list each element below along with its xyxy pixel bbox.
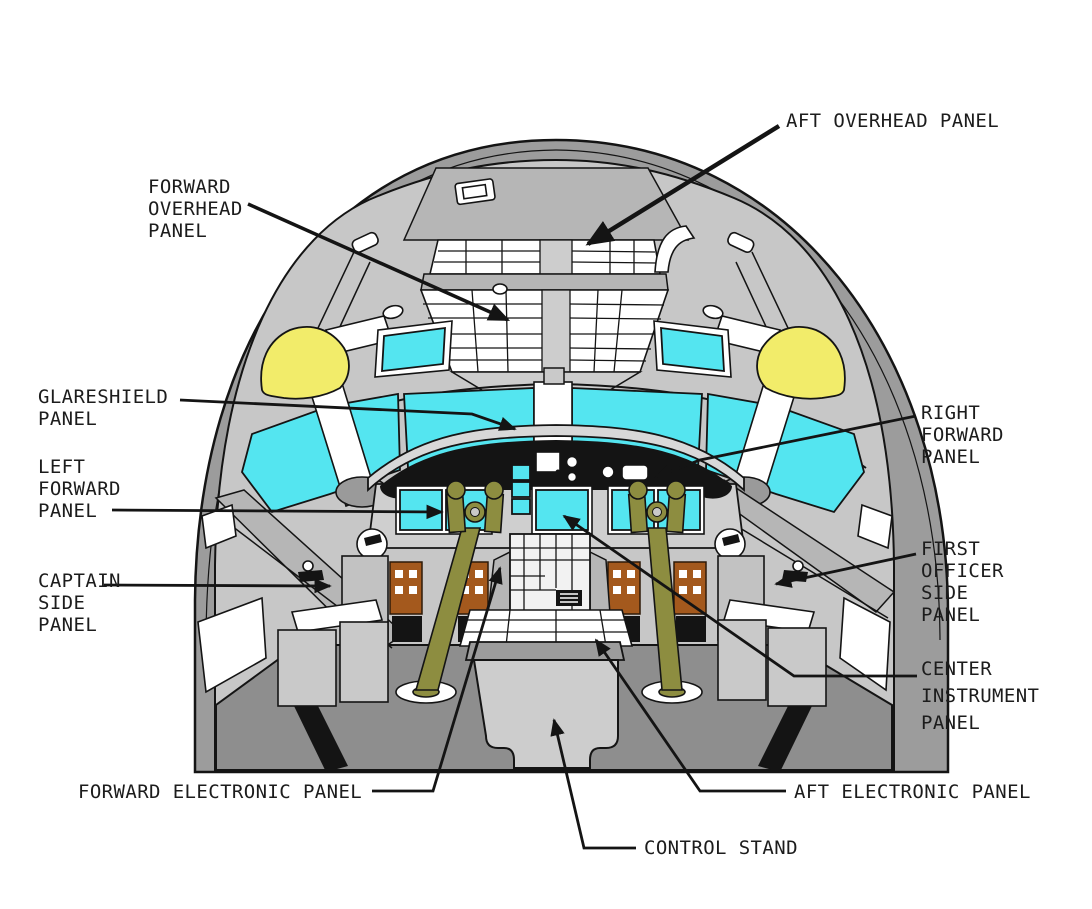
leader-first-officer xyxy=(774,552,917,588)
label-forward-overhead-panel: FORWARD OVERHEAD PANEL xyxy=(148,176,243,242)
leader-lines xyxy=(103,124,917,850)
quarter-window-right xyxy=(857,503,893,550)
fo-yoke xyxy=(627,480,687,534)
leader-aft-electronic xyxy=(594,638,786,793)
label-captain-side-panel: CAPTAIN SIDE PANEL xyxy=(38,570,121,636)
quarter-window-left xyxy=(201,503,237,550)
grab-handle-left xyxy=(260,326,350,400)
label-first-officer-side-panel: FIRST OFFICER SIDE PANEL xyxy=(921,538,1004,626)
leader-right-forward xyxy=(654,414,917,479)
label-center-instrument-panel: CENTER INSTRUMENT PANEL xyxy=(921,658,1040,734)
control-columns xyxy=(395,480,703,704)
glareshield-cap xyxy=(367,424,745,493)
control-stand xyxy=(464,641,626,769)
leader-control-stand xyxy=(550,718,636,850)
dome-light xyxy=(454,178,496,206)
label-forward-electronic-panel: FORWARD ELECTRONIC PANEL xyxy=(78,781,363,803)
floor-stripe-left xyxy=(294,698,348,772)
instrument-panel-assembly xyxy=(366,424,746,549)
label-control-stand: CONTROL STAND xyxy=(644,837,798,859)
eyebrow-window-right xyxy=(660,326,725,373)
captain-yoke xyxy=(445,480,505,534)
center-display xyxy=(535,489,589,531)
leader-left-forward xyxy=(111,504,444,520)
leader-forward-overhead xyxy=(247,202,511,322)
captain-display-left xyxy=(399,489,443,531)
captain-side-console xyxy=(197,560,389,707)
leader-glareshield xyxy=(179,398,517,431)
aft-electronic-panel xyxy=(458,609,634,647)
captain-control-column xyxy=(414,527,482,691)
eyebrow-window-left xyxy=(381,326,446,373)
label-aft-overhead-panel: AFT OVERHEAD PANEL xyxy=(786,110,1000,132)
leader-aft-overhead xyxy=(585,124,781,246)
ceiling-details xyxy=(299,225,807,375)
floor-stripe-right xyxy=(758,698,812,772)
steering-tillers xyxy=(356,528,746,560)
label-aft-electronic-panel: AFT ELECTRONIC PANEL xyxy=(794,781,1031,803)
grab-handle-right xyxy=(756,326,846,400)
label-left-forward-panel: LEFT FORWARD PANEL xyxy=(38,456,121,522)
air-duct xyxy=(654,225,696,273)
leader-forward-electronic xyxy=(372,566,503,793)
leader-captain-side xyxy=(103,578,332,594)
fo-control-column xyxy=(647,527,683,691)
label-right-forward-panel: RIGHT FORWARD PANEL xyxy=(921,402,1004,468)
leader-center-instrument xyxy=(562,514,917,678)
label-glareshield-panel: GLARESHIELD PANEL xyxy=(38,386,169,430)
aft-ceiling-panel xyxy=(402,167,690,241)
